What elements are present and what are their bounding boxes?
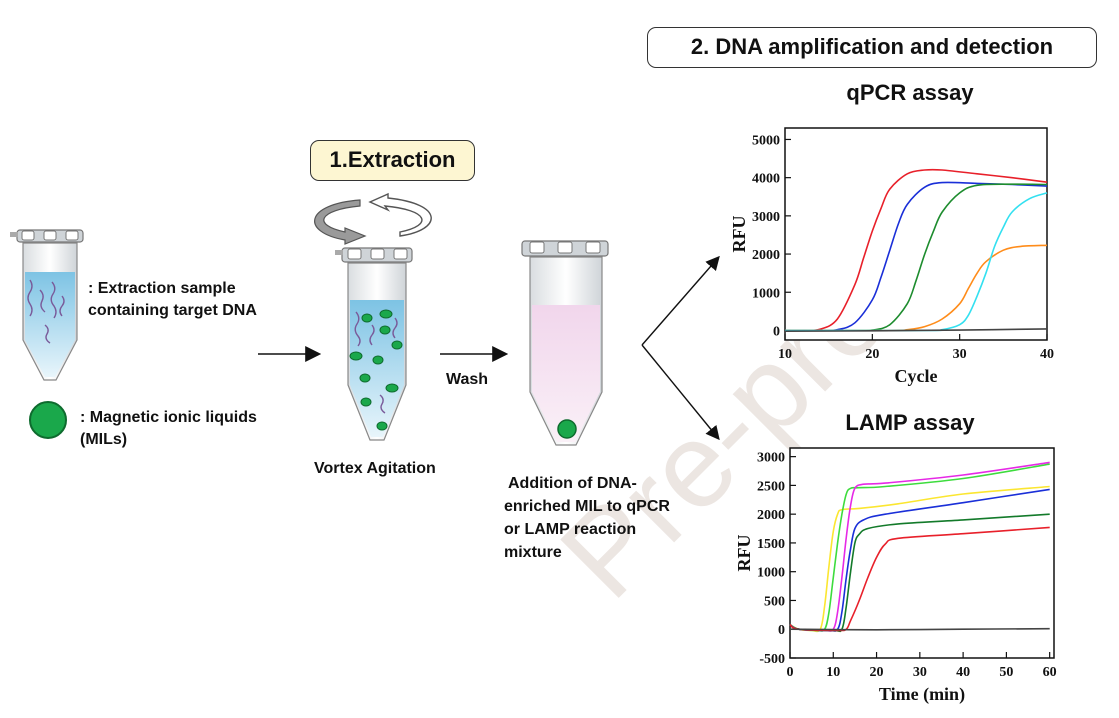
mil-legend-line2: (MILs) (80, 431, 128, 448)
arrow-to-lamp (641, 344, 720, 441)
lamp-y-tick-label: 2000 (757, 508, 785, 523)
qpcr-x-axis-label: Cycle (895, 366, 938, 386)
lamp-y-tick-label: -500 (759, 652, 785, 667)
lamp-x-tick-label: 10 (826, 665, 840, 680)
qpcr-series-line-1 (784, 168, 1048, 332)
sample-tube-icon (10, 229, 84, 381)
arrow-to-qpcr (641, 255, 720, 346)
lamp-x-tick-label: 60 (1043, 665, 1057, 680)
qpcr-plot-frame (784, 127, 1048, 341)
qpcr-x-tick-label: 30 (953, 347, 967, 362)
lamp-y-tick-label: 3000 (757, 451, 785, 466)
qpcr-x-tick-label: 10 (778, 347, 792, 362)
qpcr-y-axis-label: RFU (730, 216, 749, 253)
lamp-series-line-7 (789, 627, 1050, 631)
sample-legend-line2: containing target DNA (88, 302, 257, 319)
lamp-y-tick-label: 2500 (757, 479, 785, 494)
mil-legend-dot-icon (29, 401, 67, 439)
lamp-y-tick-label: 1500 (757, 537, 785, 552)
qpcr-y-tick-label: 0 (773, 324, 780, 339)
qpcr-chart-title: qPCR assay (846, 80, 974, 105)
lamp-x-tick-label: 20 (870, 665, 884, 680)
qpcr-series-line-2 (784, 181, 1048, 332)
qpcr-y-tick-label: 2000 (752, 248, 780, 263)
vortex-rotation-icon (314, 192, 432, 245)
addition-line3: or LAMP reaction (504, 521, 637, 538)
extraction-tube-icon (335, 247, 413, 441)
qpcr-x-tick-label: 20 (865, 347, 879, 362)
addition-line2: enriched MIL to qPCR (504, 498, 670, 515)
lamp-y-tick-label: 0 (778, 623, 785, 638)
qpcr-y-tick-label: 4000 (752, 172, 780, 187)
lamp-x-axis-label: Time (min) (879, 684, 965, 705)
qpcr-series-line-6 (784, 328, 1048, 332)
sample-legend-label: : Extraction sample containing target DN… (88, 278, 257, 322)
addition-line1: Addition of DNA- (508, 475, 637, 492)
reaction-tube-icon (521, 240, 609, 446)
addition-label: Addition of DNA- enriched MIL to qPCR or… (504, 472, 670, 564)
qpcr-y-tick-label: 5000 (752, 133, 780, 148)
wash-label: Wash (446, 371, 489, 388)
lamp-y-axis-label: RFU (734, 535, 754, 572)
vortex-label: Vortex Agitation (314, 460, 436, 477)
addition-line4: mixture (504, 544, 562, 561)
lamp-y-tick-label: 1000 (757, 566, 785, 581)
lamp-x-tick-label: 40 (956, 665, 970, 680)
amplification-stage-box: 2. DNA amplification and detection (647, 27, 1097, 68)
sample-legend-line1: : Extraction sample (88, 280, 236, 297)
qpcr-y-tick-label: 3000 (752, 210, 780, 225)
mil-legend-label: : Magnetic ionic liquids (MILs) (80, 407, 257, 451)
lamp-x-tick-label: 0 (787, 665, 794, 680)
lamp-x-tick-label: 30 (913, 665, 927, 680)
qpcr-x-tick-label: 40 (1040, 347, 1054, 362)
lamp-chart-title: LAMP assay (845, 410, 975, 435)
extraction-stage-box: 1.Extraction (310, 140, 475, 181)
extraction-stage-label: 1.Extraction (329, 147, 456, 172)
amplification-stage-label: 2. DNA amplification and detection (690, 34, 1054, 59)
lamp-y-tick-label: 500 (764, 594, 785, 609)
lamp-x-tick-label: 50 (999, 665, 1013, 680)
qpcr-y-tick-label: 1000 (752, 286, 780, 301)
mil-legend-line1: : Magnetic ionic liquids (80, 409, 257, 426)
